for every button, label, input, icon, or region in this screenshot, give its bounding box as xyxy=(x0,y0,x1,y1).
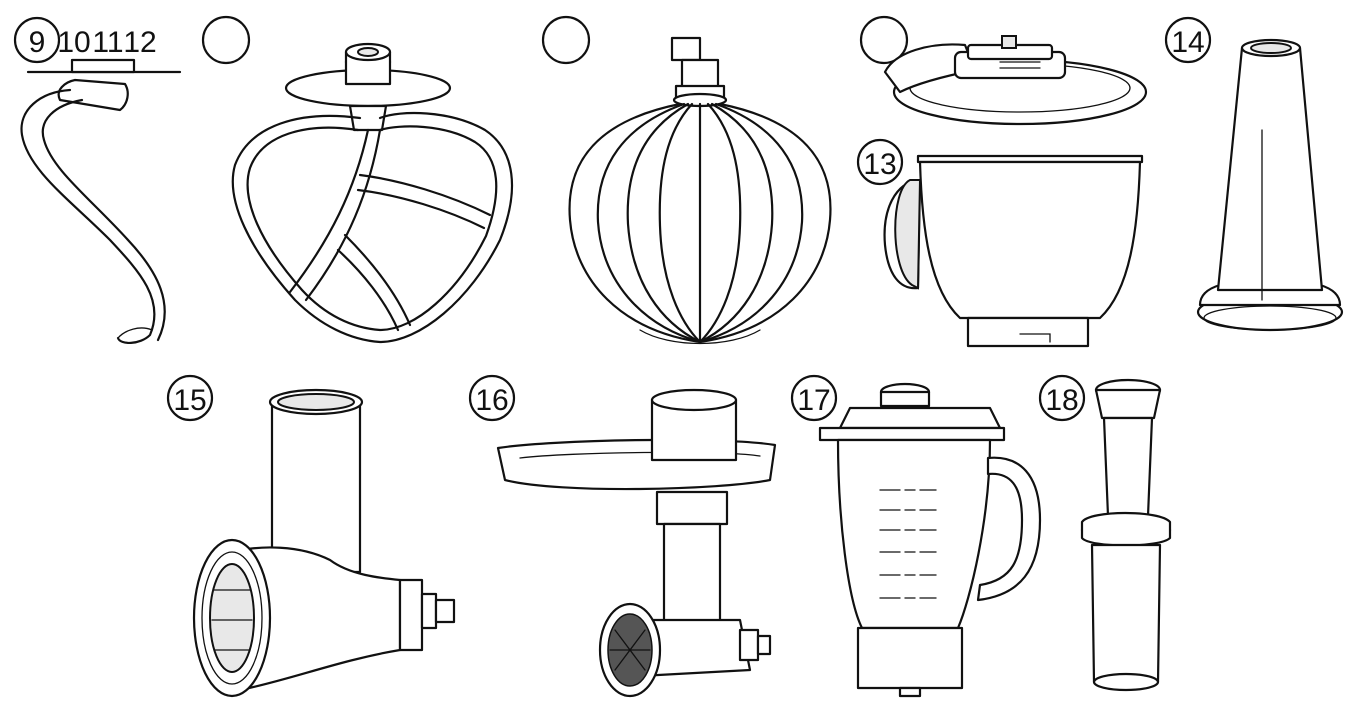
label-9-circle: 9 xyxy=(13,16,61,64)
label-12: 12 xyxy=(123,26,156,59)
blender-jar: 17 xyxy=(790,374,1042,698)
label-12-circle xyxy=(859,15,909,65)
label-17: 17 xyxy=(797,384,830,417)
food-pusher: 14 xyxy=(1164,16,1344,332)
label-11-circle xyxy=(541,15,591,65)
label-13: 13 xyxy=(863,148,896,181)
label-18: 18 xyxy=(1045,384,1078,417)
flat-beater xyxy=(231,42,514,344)
label-11: 11 xyxy=(92,26,123,59)
label-13-circle xyxy=(856,138,904,186)
dough-hook xyxy=(20,58,182,344)
mixing-bowl: 13 xyxy=(856,138,1144,348)
label-10: 10 xyxy=(57,26,90,59)
measurement-scale xyxy=(879,489,937,599)
label-16-circle xyxy=(468,374,516,422)
slicer-shredder: 15 xyxy=(166,374,456,698)
label-15-circle xyxy=(166,374,214,422)
label-10-circle xyxy=(201,15,251,65)
label-9: 9 xyxy=(29,26,46,59)
tamper: 18 xyxy=(1038,374,1172,692)
meat-grinder: 16 xyxy=(468,374,777,698)
label-14-circle xyxy=(1164,16,1212,64)
label-14: 14 xyxy=(1171,26,1204,59)
label-15: 15 xyxy=(173,384,206,417)
wire-whisk xyxy=(568,36,832,345)
label-17-circle xyxy=(790,374,838,422)
label-16: 16 xyxy=(475,384,508,417)
pouring-shield xyxy=(883,35,1148,126)
label-18-circle xyxy=(1038,374,1086,422)
